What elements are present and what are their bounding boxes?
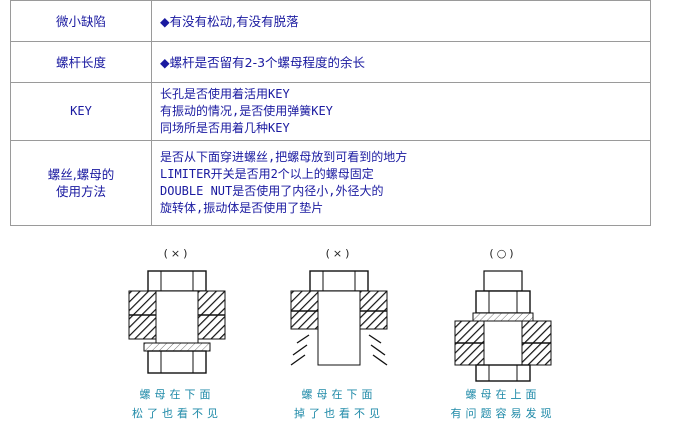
table-row: KEY 长孔是否使用着活用KEY 有振动的情况,是否使用弹簧KEY 同场所是否用… [10, 82, 651, 141]
correct-mark: (○) [489, 247, 517, 260]
wrong-mark: (×) [163, 247, 191, 260]
table-row: 螺杆长度 ◆螺杆是否留有2-3个螺母程度的余长 [10, 41, 651, 83]
wrong-mark: (×) [325, 247, 353, 260]
content-line: DOUBLE NUT是否使用了内径小,外径大的 [160, 184, 384, 198]
content-line: 是否从下面穿进螺丝,把螺母放到可看到的地方 [160, 150, 408, 164]
content-line: ◆螺杆是否留有2-3个螺母程度的余长 [160, 54, 366, 70]
label-line: 螺丝,螺母的 [47, 167, 115, 182]
row-label: 螺丝,螺母的 使用方法 [10, 140, 152, 226]
content-line: ◆有没有松动,有没有脱落 [160, 13, 299, 29]
caption-line-1: 螺母在下面 [139, 388, 215, 401]
bolt-figure-correct: (○) 螺母在上面 有问题容易发现 [433, 247, 573, 423]
bolt-figure-wrong-2: (×) 螺母在下面 掉了也看不见 [269, 247, 409, 423]
inspection-table: 微小缺陷 ◆有没有松动,有没有脱落 螺杆长度 ◆螺杆是否留有2-3个螺母程度的余… [10, 0, 651, 226]
caption-line-1: 螺母在下面 [301, 388, 377, 401]
caption-line-2: 松了也看不见 [132, 407, 222, 420]
row-label: KEY [10, 82, 152, 141]
row-content: 长孔是否使用着活用KEY 有振动的情况,是否使用弹簧KEY 同场所是否用着几种K… [151, 82, 651, 141]
caption-line-2: 有问题容易发现 [450, 407, 556, 420]
label-line: 使用方法 [55, 184, 106, 199]
content-line: 旋转体,振动体是否使用了垫片 [160, 201, 324, 215]
bolt-diagram [128, 270, 226, 374]
table-row: 螺丝,螺母的 使用方法 是否从下面穿进螺丝,把螺母放到可看到的地方 LIMITE… [10, 140, 651, 226]
row-label: 微小缺陷 [10, 0, 152, 42]
bolt-figure-wrong-1: (×) 螺母在下面 松了也看不见 [107, 247, 247, 423]
caption-line-2: 掉了也看不见 [294, 407, 384, 420]
content-line: 长孔是否使用着活用KEY [160, 87, 290, 101]
content-line: LIMITER开关是否用2个以上的螺母固定 [160, 167, 374, 181]
row-label: 螺杆长度 [10, 41, 152, 83]
content-line: 有振动的情况,是否使用弹簧KEY [160, 104, 333, 118]
row-content: ◆螺杆是否留有2-3个螺母程度的余长 [151, 41, 651, 83]
table-row: 微小缺陷 ◆有没有松动,有没有脱落 [10, 0, 651, 42]
content-line: 同场所是否用着几种KEY [160, 121, 290, 135]
bolt-diagram [290, 270, 388, 366]
bolt-diagram [454, 270, 552, 382]
row-content: 是否从下面穿进螺丝,把螺母放到可看到的地方 LIMITER开关是否用2个以上的螺… [151, 140, 651, 226]
row-content: ◆有没有松动,有没有脱落 [151, 0, 651, 42]
caption-line-1: 螺母在上面 [465, 388, 541, 401]
